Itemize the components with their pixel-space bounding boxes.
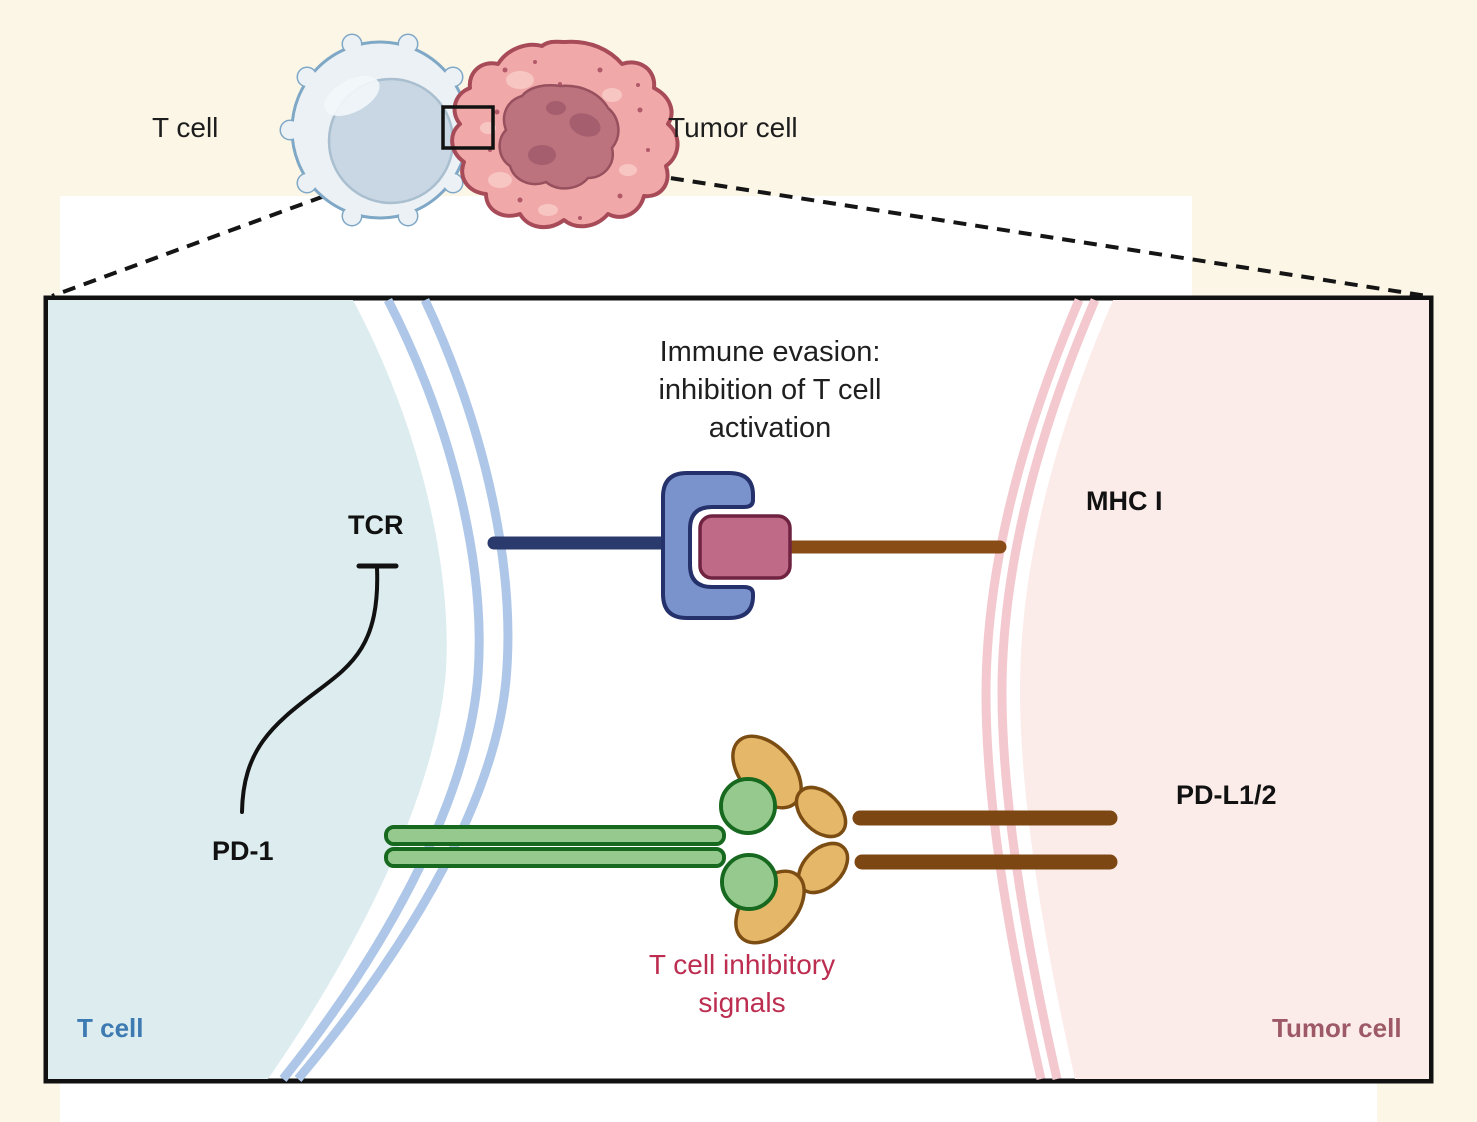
pd1-receptor <box>384 777 778 911</box>
background-white-bottom <box>60 1082 1377 1122</box>
pd1-label: PD-1 <box>212 836 274 866</box>
t-cell-label-bottom: T cell <box>77 1013 144 1043</box>
tumor-cell-membrane-region <box>981 298 1429 1081</box>
t-cell-label-top: T cell <box>152 112 219 143</box>
tumor-nucleus-texture <box>528 101 601 165</box>
zoom-box <box>441 105 495 150</box>
tumor-cell-illustration <box>450 39 680 230</box>
panel-title-line2: inhibition of T cell <box>658 374 882 406</box>
tumor-cell-texture <box>480 71 637 216</box>
tumor-membrane-stripe-outer <box>981 298 1084 1081</box>
panel-title: Immune evasion: inhibition of T cell act… <box>560 333 980 447</box>
mhc-label: MHC I <box>1086 486 1163 516</box>
t-cell-membrane-stripe-inner <box>279 297 484 1082</box>
pdl-ligands <box>731 734 1118 945</box>
pdl-domain-top-inner <box>794 785 848 839</box>
panel-title-line3: activation <box>708 412 832 444</box>
inhibitory-signals-line2: signals <box>698 987 786 1018</box>
t-cell-illustration <box>279 33 481 227</box>
tumor-membrane-stripe-inner <box>997 298 1100 1080</box>
t-cell-membrane-region <box>48 297 513 1082</box>
pdl-label: PD-L1/2 <box>1176 780 1277 810</box>
tcr-label: TCR <box>348 510 404 540</box>
panel-title-line1: Immune evasion: <box>659 336 881 368</box>
mhc-complex <box>698 514 792 580</box>
inhibitory-signals-line1: T cell inhibitory <box>648 949 836 980</box>
tumor-cell-label-bottom: Tumor cell <box>1272 1013 1402 1043</box>
tcr-receptor <box>661 471 755 620</box>
t-cell-membrane-stripe-outer <box>294 298 513 1082</box>
tumor-cell-label-top: Tumor cell <box>668 112 798 143</box>
inhibition-arrow <box>240 563 399 814</box>
tumor-cell-nucleus <box>498 84 620 190</box>
inhibitory-signals-label: T cell inhibitory signals <box>592 946 892 1022</box>
